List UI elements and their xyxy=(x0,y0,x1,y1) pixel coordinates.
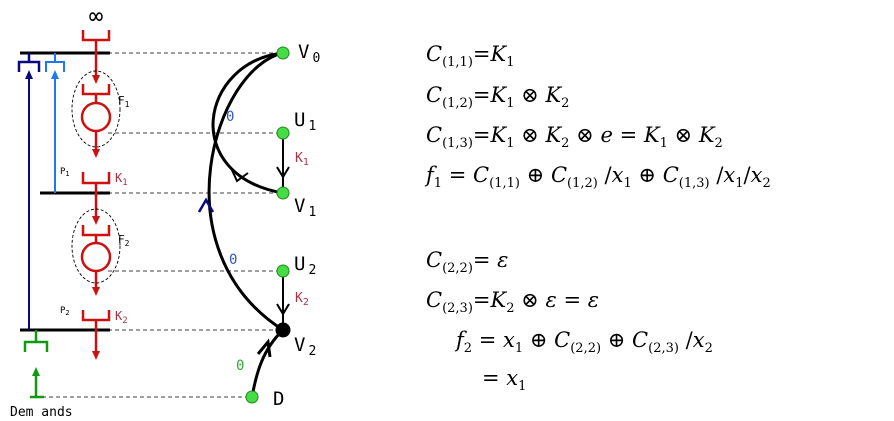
equation-c22: C(2,2)= ε xyxy=(426,248,509,276)
node-v1 xyxy=(276,186,290,200)
firing-ellipses xyxy=(71,70,121,284)
graph-arrowheads xyxy=(230,166,290,316)
equation-f2: f2 = x1 ⊕ C(2,2) ⊕ C(2,3) /x2 xyxy=(456,328,713,356)
demands-label: Dem ands xyxy=(10,405,73,420)
node-label-d: D xyxy=(273,388,284,410)
node-u2 xyxy=(276,264,290,278)
edge-v2-v0 xyxy=(207,51,284,332)
equation-c11: C(1,1)=K1 xyxy=(426,42,515,70)
graph-nodes xyxy=(245,46,291,404)
node-u1 xyxy=(276,126,290,140)
firing-label-1: F1 xyxy=(118,94,130,109)
node-v0 xyxy=(276,46,290,60)
navy-feedback-arc xyxy=(17,53,41,330)
edge-d-v2 xyxy=(250,328,285,398)
equation-f2-result: = x1 xyxy=(482,366,527,394)
edge-label-v2-v0: 0 xyxy=(229,252,237,268)
equation-c12: C(1,2)=K1 ⊗ K2 xyxy=(426,83,570,111)
node-d xyxy=(245,390,259,404)
navy-arrowhead xyxy=(197,197,215,213)
red-chain xyxy=(80,30,112,360)
resource-label-k2: K2 xyxy=(115,309,128,326)
place-label-2: P2 xyxy=(60,306,70,317)
green-demands-arc xyxy=(23,330,49,399)
edge-label-d-v2: 0 xyxy=(236,358,244,374)
node-v2 xyxy=(275,322,291,338)
edge-v1-v0 xyxy=(211,51,284,195)
blue-feedback-arc xyxy=(45,53,65,193)
equation-f1: f1 = C(1,1) ⊕ C(1,2) /x1 ⊕ C(1,3) /x1/x2 xyxy=(426,163,771,191)
edge-label-v1-v0: 0 xyxy=(226,109,234,125)
infinity-label: ∞ xyxy=(89,2,103,30)
equation-c13: C(1,3)=K1 ⊗ K2 ⊗ e = K1 ⊗ K2 xyxy=(426,123,723,151)
graph-edges xyxy=(207,51,285,398)
edge-label-u2-v2: K2 xyxy=(295,291,309,308)
dashed-guide-lines xyxy=(42,52,283,398)
d-arrowhead xyxy=(256,338,272,358)
edge-label-u1-v1: K1 xyxy=(295,151,309,168)
equation-c23: C(2,3)=K2 ⊗ ε = ε xyxy=(426,288,600,316)
firing-label-2: F2 xyxy=(118,233,130,248)
place-label-1: P1 xyxy=(60,167,70,178)
resource-label-k1: K1 xyxy=(115,171,128,188)
